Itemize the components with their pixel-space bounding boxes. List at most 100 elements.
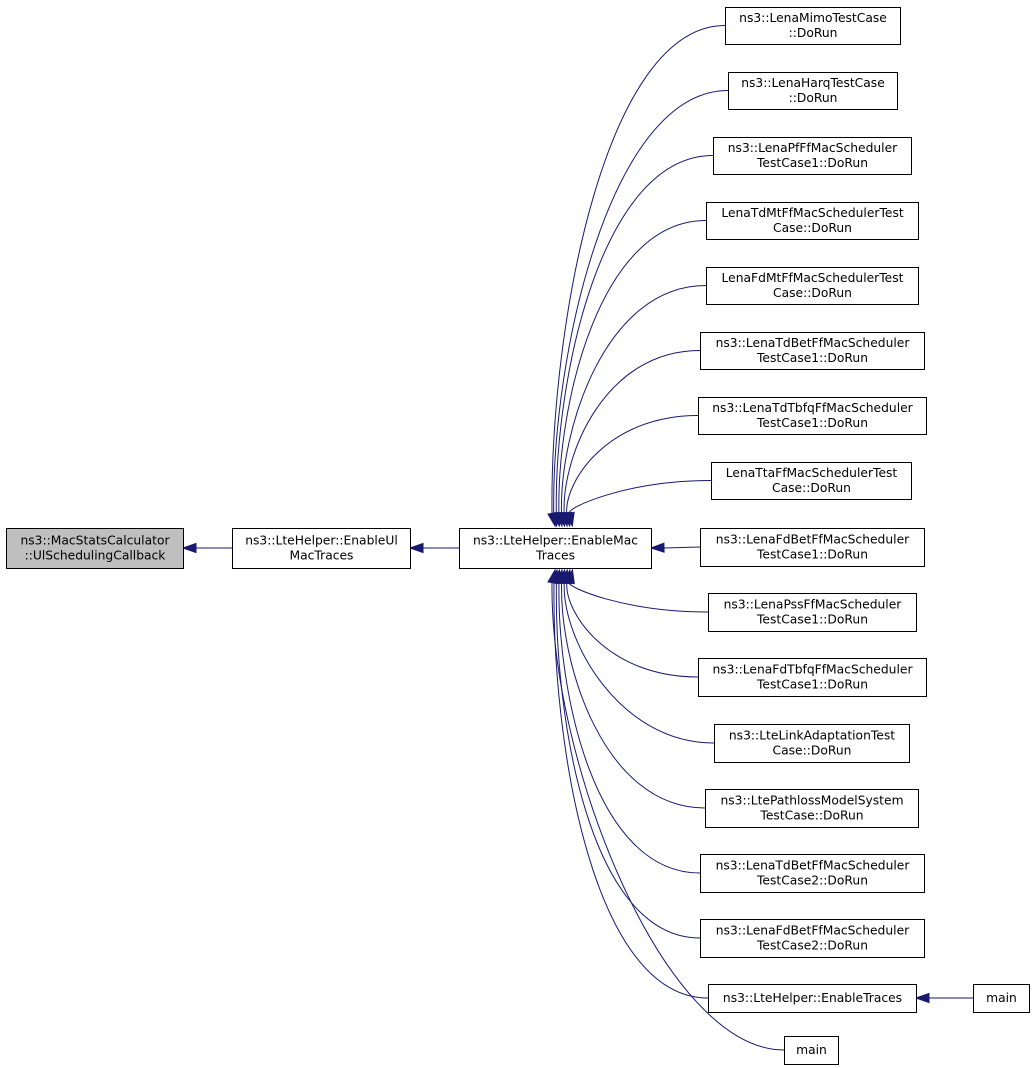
edge-line: [551, 582, 785, 1051]
node-box: [708, 593, 917, 632]
node-label: Case::DoRun: [773, 221, 852, 235]
edge-line: [555, 582, 701, 939]
arrowhead: [547, 568, 558, 585]
edge-harq-to-enable_mac: [548, 90, 729, 528]
edge-line: [563, 350, 701, 514]
node-label: ::DoRun: [789, 91, 838, 105]
node-label: Case::DoRun: [773, 744, 852, 758]
node-pss[interactable]: ns3::LenaPssFfMacSchedulerTestCase1::DoR…: [708, 593, 917, 632]
node-mimo[interactable]: ns3::LenaMimoTestCase::DoRun: [725, 7, 901, 45]
node-label: ns3::LenaTdTbfqFfMacScheduler: [712, 401, 913, 415]
node-box: [459, 528, 652, 569]
edge-fdbet1-to-enable_mac: [649, 542, 701, 553]
edge-line: [555, 155, 714, 514]
node-box: [714, 724, 910, 763]
node-box: [700, 528, 925, 567]
node-label: TestCase1::DoRun: [756, 613, 868, 627]
node-box: [698, 397, 927, 435]
node-label: TestCase1::DoRun: [756, 156, 868, 170]
nodes-layer: ns3::MacStatsCalculator::UlSchedulingCal…: [6, 7, 1030, 1065]
node-label: ns3::MacStatsCalculator: [20, 534, 170, 548]
node-box: [784, 1036, 839, 1065]
arrowhead: [408, 542, 424, 554]
node-label: TestCase2::DoRun: [756, 939, 868, 953]
edge-enable_ul-to-mscalc: [181, 542, 232, 554]
node-main-bottom[interactable]: main: [784, 1036, 839, 1065]
node-enable-traces[interactable]: ns3::LteHelper::EnableTraces: [708, 984, 917, 1013]
node-box: [700, 854, 925, 893]
node-box: [232, 528, 411, 569]
node-label: ns3::LenaFdBetFfMacScheduler: [716, 924, 910, 938]
node-label: ::DoRun: [789, 26, 838, 40]
node-label: ns3::LtePathlossModelSystem: [720, 794, 903, 808]
node-label: Case::DoRun: [773, 286, 852, 300]
node-tdbet2[interactable]: ns3::LenaTdBetFfMacSchedulerTestCase2::D…: [700, 854, 925, 893]
arrowhead: [564, 511, 575, 528]
node-box: [706, 267, 919, 305]
node-box: [705, 789, 919, 828]
node-pathloss[interactable]: ns3::LtePathlossModelSystemTestCase::DoR…: [705, 789, 919, 828]
edge-pfff-to-enable_mac: [551, 155, 714, 528]
node-label: ns3::LteHelper::EnableTraces: [723, 991, 902, 1005]
edge-line: [568, 582, 709, 613]
edge-line: [551, 25, 726, 514]
node-box: [711, 462, 912, 500]
node-label: ::UlSchedulingCallback: [25, 549, 167, 563]
node-label: ns3::LenaHarqTestCase: [741, 76, 885, 90]
node-fdtbfq[interactable]: ns3::LenaFdTbfqFfMacSchedulerTestCase1::…: [698, 658, 927, 697]
edge-line: [558, 220, 707, 514]
arrowhead: [914, 992, 930, 1004]
node-mscalc: ns3::MacStatsCalculator::UlSchedulingCal…: [6, 528, 184, 569]
edge-enable_mac-to-enable_ul: [408, 542, 459, 554]
node-label: ns3::LenaTdBetFfMacScheduler: [716, 336, 911, 350]
edge-tdbet1-to-enable_mac: [559, 350, 701, 528]
node-box: [725, 7, 901, 45]
node-main-right[interactable]: main: [973, 984, 1030, 1013]
edge-line: [553, 90, 729, 514]
node-label: main: [796, 1043, 827, 1057]
edge-line: [566, 415, 699, 514]
node-label: TestCase::DoRun: [759, 809, 863, 823]
node-label: ns3::LteLinkAdaptationTest: [729, 729, 895, 743]
node-label: main: [986, 991, 1017, 1005]
edge-pathloss-to-enable_mac: [556, 568, 706, 809]
edges-layer: [181, 25, 973, 1051]
node-label: MacTraces: [290, 549, 354, 563]
node-label: TestCase1::DoRun: [756, 416, 868, 430]
node-label: Case::DoRun: [772, 481, 851, 495]
edge-line: [663, 546, 701, 549]
edge-line: [560, 285, 707, 514]
node-label: ns3::LenaPfFfMacScheduler: [728, 141, 898, 155]
node-box: [713, 137, 912, 175]
edge-tta-to-enable_mac: [564, 480, 712, 528]
arrowhead: [181, 542, 197, 554]
edge-main_bottom-to-enable_mac: [547, 568, 785, 1051]
node-harq[interactable]: ns3::LenaHarqTestCase::DoRun: [728, 72, 898, 110]
node-label: ns3::LenaPssFfMacScheduler: [724, 598, 903, 612]
edge-fdbet2-to-enable_mac: [551, 568, 701, 939]
node-fdbet1[interactable]: ns3::LenaFdBetFfMacSchedulerTestCase1::D…: [700, 528, 925, 567]
edge-linkadapt-to-enable_mac: [559, 568, 715, 744]
node-label: TestCase1::DoRun: [756, 678, 868, 692]
node-tdbet1[interactable]: ns3::LenaTdBetFfMacSchedulerTestCase1::D…: [700, 332, 925, 370]
node-label: ns3::LenaFdBetFfMacScheduler: [716, 533, 910, 547]
node-tdtbfq[interactable]: ns3::LenaTdTbfqFfMacSchedulerTestCase1::…: [698, 397, 927, 435]
node-fdbet2[interactable]: ns3::LenaFdBetFfMacSchedulerTestCase2::D…: [700, 919, 925, 958]
edge-line: [558, 582, 701, 874]
node-box: [700, 919, 925, 958]
node-label: LenaTtaFfMacSchedulerTest: [726, 466, 898, 480]
node-label: ns3::LenaMimoTestCase: [739, 11, 887, 25]
node-box: [708, 984, 917, 1013]
node-label: LenaFdMtFfMacSchedulerTest: [722, 271, 904, 285]
node-label: ns3::LteHelper::EnableMac: [473, 534, 638, 548]
arrowhead: [649, 542, 665, 553]
edge-main_right-to-enable_traces: [914, 992, 973, 1004]
node-pfff[interactable]: ns3::LenaPfFfMacSchedulerTestCase1::DoRu…: [713, 137, 912, 175]
